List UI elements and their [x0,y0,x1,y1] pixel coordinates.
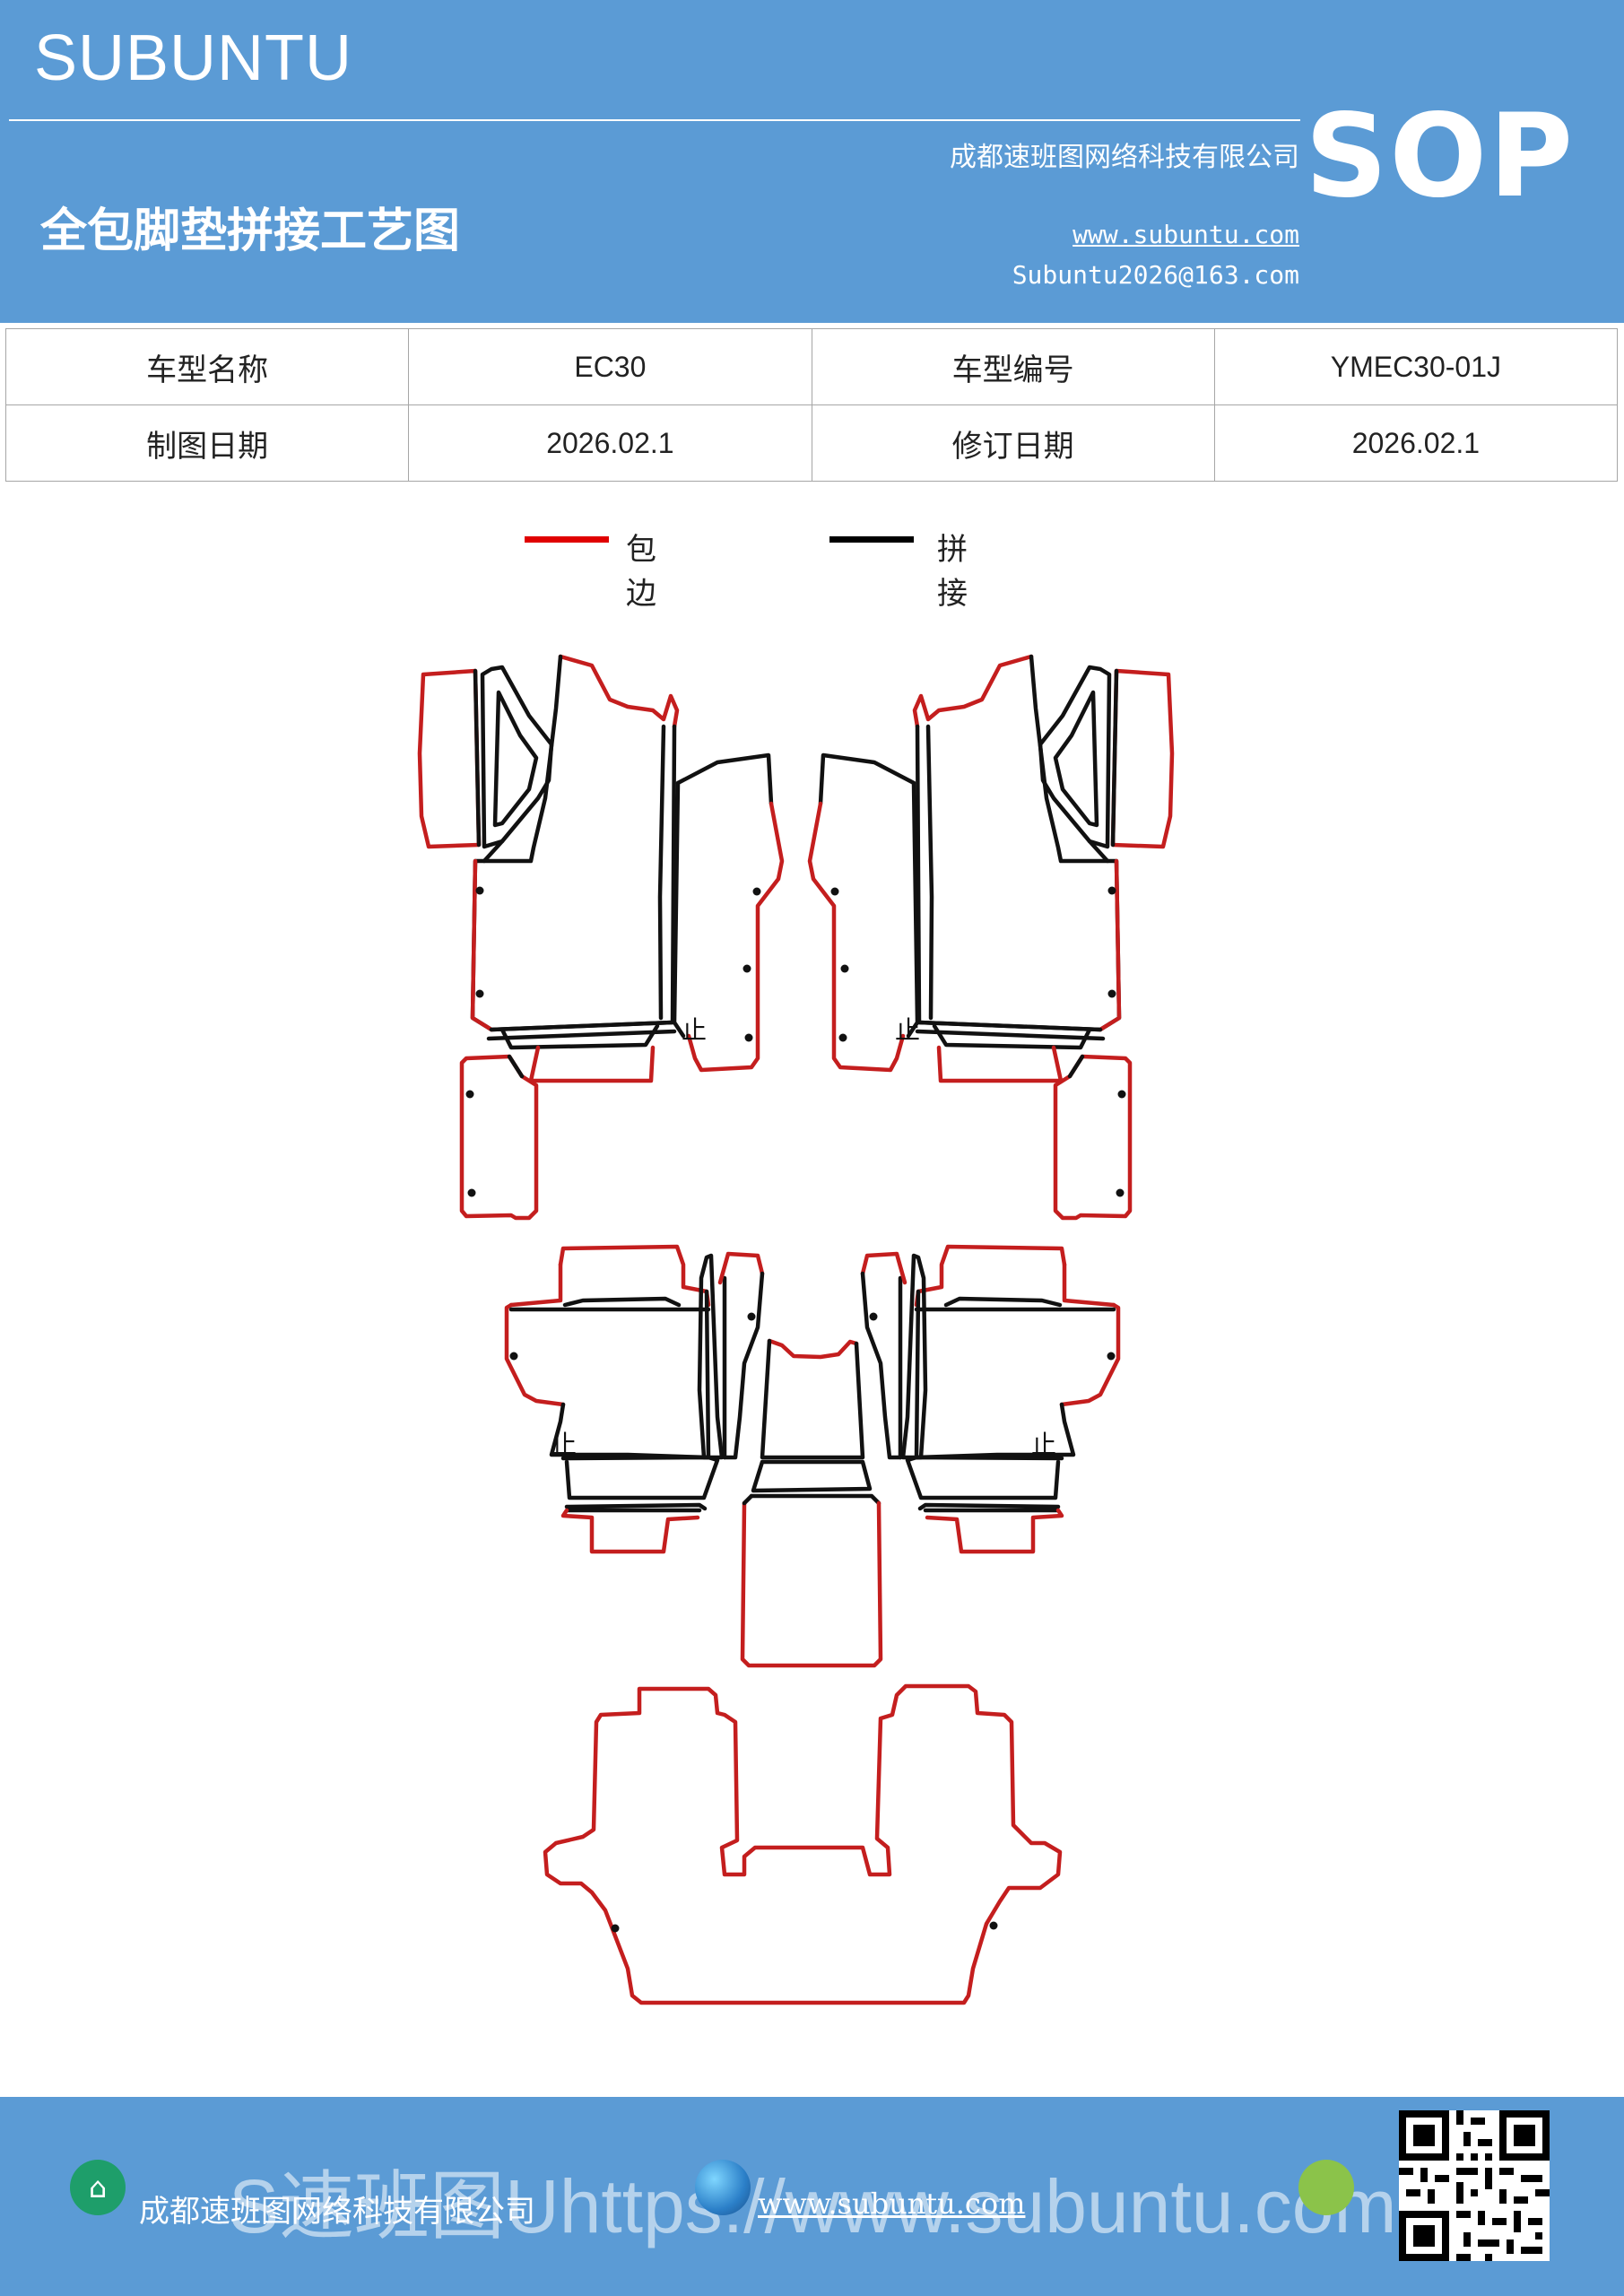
legend-seam-label: 拼接 [937,532,968,612]
table-row: 制图日期 2026.02.1 修订日期 2026.02.1 [4,404,1619,482]
model-name-value: EC30 [408,328,812,405]
contact-email[interactable]: Subuntu2026@163.com [1012,260,1299,290]
legend-seam-swatch [829,536,914,543]
wechat-icon [1298,2160,1354,2215]
building-icon: ⌂ [70,2160,126,2215]
website-link[interactable]: www.subuntu.com [1073,220,1299,249]
draw-date-value: 2026.02.1 [408,404,812,482]
stop-marker: 止 [895,1015,920,1045]
header-divider [9,119,1300,121]
model-code-value: YMEC30-01J [1213,328,1619,405]
revise-date-label: 修订日期 [811,404,1215,482]
front-left-mat: 止 [417,654,785,1221]
sop-badge: SOP [1305,90,1575,223]
stop-marker: 止 [682,1015,707,1045]
footer-watermark: S速班图Uhttps://www.subuntu.com [229,2164,1397,2248]
table-row: 车型名称 EC30 车型编号 YMEC30-01J [4,328,1619,405]
legend-edge-label: 包边 [626,532,656,612]
header-banner: SUBUNTU 成都速班图网络科技有限公司 全包脚垫拼接工艺图 www.subu… [0,0,1624,323]
qr-code [1399,2110,1550,2261]
footer-website-link[interactable]: www.subuntu.com [758,2187,1026,2221]
revise-date-value: 2026.02.1 [1213,404,1619,482]
legend-edge-swatch [525,536,609,543]
rear-mat [543,1683,1063,2005]
brand-logo-text: SUBUNTU [34,22,353,94]
footer-banner: S速班图Uhttps://www.subuntu.com ⌂ 成都速班图网络科技… [0,2097,1624,2296]
draw-date-label: 制图日期 [4,404,410,482]
footer-company-name: 成都速班图网络科技有限公司 [139,2194,535,2230]
stop-marker: 止 [551,1430,577,1459]
center-tunnel-mat [740,1338,883,1668]
front-right-mat [807,654,1175,1221]
middle-left-mat: 止 [504,1244,765,1554]
middle-right-mat [860,1244,1121,1554]
globe-icon [695,2160,751,2215]
model-code-label: 车型编号 [811,328,1215,405]
vehicle-info-table: 车型名称 EC30 车型编号 YMEC30-01J 制图日期 2026.02.1… [4,328,1619,482]
page-title: 全包脚垫拼接工艺图 [40,204,461,258]
company-name: 成都速班图网络科技有限公司 [950,142,1299,173]
stop-marker: 止 [1031,1430,1056,1459]
model-name-label: 车型名称 [4,328,410,405]
floor-mat-drawing: 止 [417,654,1175,2005]
